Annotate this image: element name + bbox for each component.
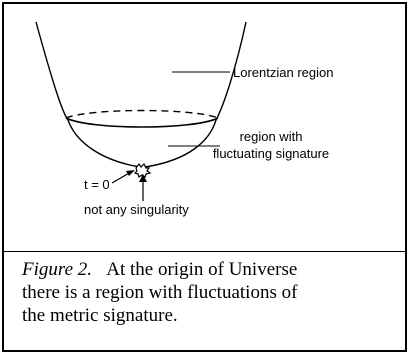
- caption-text-1: At the origin of Universe: [106, 259, 298, 280]
- caption-line-1: Figure 2. At the origin of Universe: [22, 258, 400, 281]
- caption-line-2: there is a region with fluctuations of: [22, 282, 298, 303]
- slice-dashed-arc: [65, 109, 219, 119]
- label-fluct-line2: fluctuating signature: [213, 146, 329, 161]
- singularity-arrowhead: [139, 174, 147, 182]
- caption-line-3: the metric signature.: [22, 305, 178, 326]
- figure-frame: [2, 2, 407, 352]
- funnel-outline: [35, 21, 247, 168]
- t0-arrowhead: [126, 170, 135, 176]
- figure-label: Figure 2.: [22, 259, 93, 280]
- label-fluct-line1: region with: [240, 129, 303, 144]
- slice-solid-arc: [65, 117, 219, 128]
- caption-separator: [2, 251, 407, 252]
- label-t0: t = 0: [84, 177, 110, 192]
- label-singularity: not any singularity: [84, 202, 189, 217]
- label-lorentzian: Lorentzian region: [233, 65, 333, 80]
- origin-blob: [133, 162, 152, 178]
- figure-caption: Figure 2. At the origin of Universe ther…: [22, 258, 400, 327]
